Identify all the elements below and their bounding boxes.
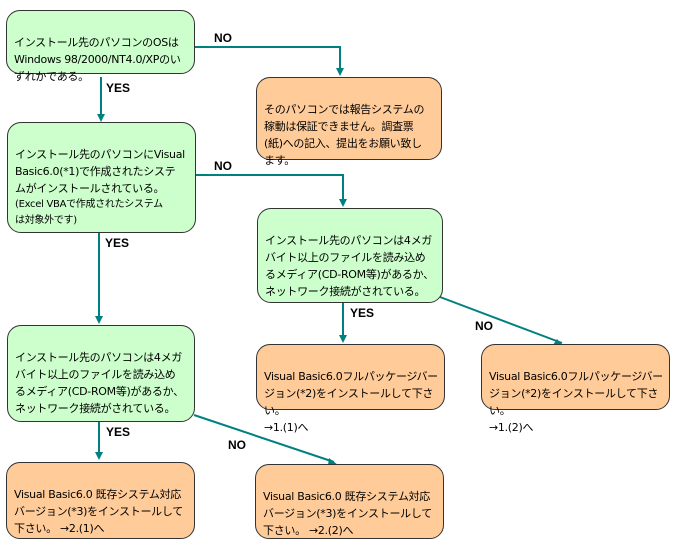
- edge-media-left-no: [193, 414, 335, 463]
- arrowhead: [95, 316, 103, 324]
- decision-media-left-text: インストール先のパソコンは4メガ バイト以上のファイルを読み込め るメディア(C…: [15, 351, 184, 415]
- edge-label-vb-yes: YES: [105, 236, 130, 250]
- decision-media-right: インストール先のパソコンは4メガ バイト以上のファイルを読み込め るメディア(C…: [257, 208, 443, 303]
- result-not-supported: そのパソコンでは報告システムの 稼動は保証できません。調査票 (紙)への記入、提…: [256, 77, 442, 167]
- decision-media-left: インストール先のパソコンは4メガ バイト以上のファイルを読み込め るメディア(C…: [7, 325, 195, 422]
- decision-os-check-text: インストール先のパソコンのOSは Windows 98/2000/NT4.0/X…: [14, 36, 181, 83]
- edge-label-os-no: NO: [214, 31, 232, 45]
- result-existing-system-1-text: Visual Basic6.0 既存システム対応 バージョン(*3)をインストー…: [14, 488, 183, 535]
- result-not-supported-text: そのパソコンでは報告システムの 稼動は保証できません。調査票 (紙)への記入、提…: [264, 103, 425, 167]
- arrowhead: [339, 199, 347, 207]
- arrowhead: [95, 452, 103, 460]
- arrowhead: [339, 335, 347, 343]
- edge-label-vb-no: NO: [214, 159, 232, 173]
- decision-os-check: インストール先のパソコンのOSは Windows 98/2000/NT4.0/X…: [6, 10, 195, 83]
- edge-media-right-no: [439, 296, 563, 344]
- edge-vb-no: [196, 174, 344, 201]
- result-full-package-1: Visual Basic6.0フルパッケージバー ジョン(*2)をインストールし…: [256, 344, 445, 434]
- arrowhead: [328, 458, 338, 465]
- decision-vb-installed: インストール先のパソコンにVisual Basic6.0(*1)で作成されたシス…: [7, 122, 196, 233]
- edge-label-media-left-yes: YES: [106, 425, 131, 439]
- edge-label-media-right-yes: YES: [350, 306, 375, 320]
- result-full-package-2: Visual Basic6.0フルパッケージバー ジョン(*2)をインストールし…: [481, 344, 670, 434]
- result-existing-system-1: Visual Basic6.0 既存システム対応 バージョン(*3)をインストー…: [6, 462, 195, 539]
- arrowhead: [97, 114, 105, 122]
- result-full-package-1-text: Visual Basic6.0フルパッケージバー ジョン(*2)をインストールし…: [264, 370, 438, 434]
- edge-os-no: [194, 46, 341, 70]
- decision-vb-installed-note: (Excel VBAで作成されたシステム は対象外です): [15, 199, 163, 226]
- decision-vb-installed-text: インストール先のパソコンにVisual Basic6.0(*1)で作成されたシス…: [15, 148, 185, 195]
- arrowhead: [336, 68, 344, 76]
- edge-label-os-yes: YES: [106, 81, 131, 95]
- decision-media-right-text: インストール先のパソコンは4メガ バイト以上のファイルを読み込め るメディア(C…: [265, 234, 434, 298]
- result-full-package-2-text: Visual Basic6.0フルパッケージバー ジョン(*2)をインストールし…: [489, 370, 663, 434]
- result-existing-system-2: Visual Basic6.0 既存システム対応 バージョン(*3)をインストー…: [255, 464, 444, 539]
- result-existing-system-2-text: Visual Basic6.0 既存システム対応 バージョン(*3)をインストー…: [263, 490, 432, 537]
- edge-label-media-right-no: NO: [475, 319, 493, 333]
- edge-label-media-left-no: NO: [228, 438, 246, 452]
